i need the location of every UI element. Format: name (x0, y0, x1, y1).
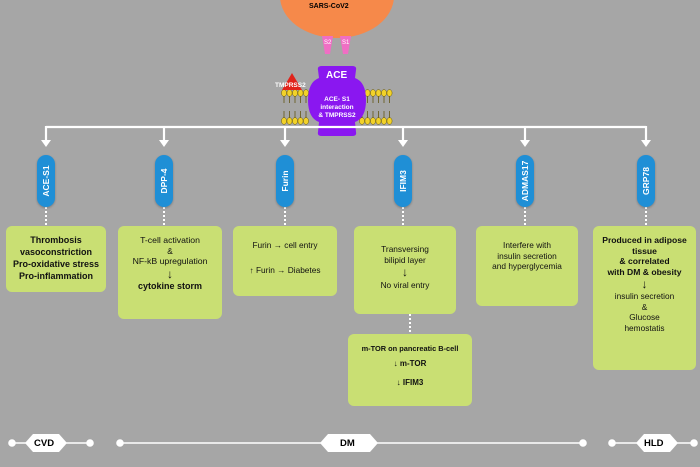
ace-receptor (308, 66, 366, 136)
dm-badge (320, 434, 378, 452)
spike-s1 (340, 36, 351, 54)
box-line: insulin secretion (497, 250, 557, 261)
pathway-pill-furin: Furin (276, 155, 294, 207)
box-grp78: Produced in adipose tissue & correlated … (593, 226, 696, 370)
pathway-pill-ifim3: IFIM3 (394, 155, 412, 207)
box-line: ↓ m-TOR (393, 359, 427, 368)
lipid-head (381, 117, 387, 125)
box-furin: Furin → cell entry ↑ Furin → Diabetes (233, 226, 337, 296)
down-arrow-icon: ↓ (402, 265, 408, 279)
box-dpp4: T-cell activation & NF-kB upregulation ↓… (118, 226, 222, 319)
pathway-pill-ace-s1: ACE-S1 (37, 155, 55, 207)
lipid-head (292, 117, 298, 125)
box-admas17: Interfere with insulin secretion and hyp… (476, 226, 578, 306)
box-ace-s1: Thrombosis vasoconstriction Pro-oxidativ… (6, 226, 106, 292)
lipid-head (386, 89, 393, 97)
pathway-pill-admas17: ADMAS17 (516, 155, 534, 207)
lipid-head (303, 89, 309, 97)
disease-label-dm: DM (340, 438, 355, 449)
lipid-head (375, 117, 382, 125)
disease-label-hld: HLD (644, 438, 664, 449)
box-line: bilipid layer (384, 254, 426, 265)
box-line: Furin → cell entry (252, 240, 318, 250)
dotted-connectors (45, 207, 647, 334)
arrowhead (159, 140, 169, 147)
lipid-head (297, 89, 304, 97)
box-line: cytokine storm (137, 280, 203, 291)
box-line: & correlated (619, 256, 670, 266)
box-line: tissue (632, 245, 657, 256)
virus-label: SARS-CoV2 (309, 3, 349, 10)
arrowhead (641, 140, 651, 147)
tmprss2-label: TMPRSS2 (275, 82, 306, 89)
box-line: m-TOR on pancreatic B-cell (361, 344, 459, 353)
box-line: with DM & obesity (607, 266, 682, 277)
lipid-bilayer (281, 89, 393, 125)
pathway-pill-dpp4: DPP-4 (155, 155, 173, 207)
lipid-head (286, 117, 293, 125)
spike-s2 (322, 36, 333, 54)
box-ifim3: Transversing bilipid layer ↓ No viral en… (354, 226, 456, 314)
down-arrow-icon: ↓ (641, 277, 648, 291)
hld-badge (636, 434, 678, 452)
box-line: insulin secretion (614, 291, 675, 301)
lipid-head (292, 89, 298, 97)
spike-s2-label: S2 (324, 40, 332, 46)
disease-label-cvd: CVD (34, 438, 55, 449)
ace-interaction-label: ACE- S1 interaction & TMPRSS2 (318, 96, 356, 119)
lipid-head (364, 117, 371, 125)
arrowhead (520, 140, 530, 147)
box-line: ↓ IFIM3 (396, 378, 424, 387)
lipid-head (370, 117, 376, 125)
box-line: Interfere with (503, 240, 551, 250)
box-line: T-cell activation (140, 235, 200, 245)
lipid-head (370, 89, 376, 97)
box-line: vasoconstriction (19, 247, 93, 257)
box-line: No viral entry (380, 280, 430, 290)
lipid-head (386, 117, 393, 125)
box-line: Transversing (381, 244, 429, 254)
box-line: ↑ Furin → Diabetes (249, 264, 321, 275)
arrowhead (41, 140, 51, 147)
lipid-head (381, 89, 387, 97)
box-mtor: m-TOR on pancreatic B-cell ↓ m-TOR ↓ IFI… (348, 334, 472, 406)
box-line: & (641, 301, 648, 312)
box-line: Pro-inflammation (18, 271, 93, 281)
down-arrow-icon: ↓ (167, 266, 173, 281)
lipid-head (281, 117, 287, 125)
tmprss2-protein (282, 73, 302, 90)
lipid-head (375, 89, 382, 97)
box-line: hemostatis (624, 322, 665, 333)
box-line: Glucose (629, 312, 660, 322)
box-line: NF-kB upregulation (132, 256, 208, 266)
cvd-badge (25, 434, 67, 452)
arrowhead (280, 140, 290, 147)
spike-s1-label: S1 (342, 40, 350, 46)
arrowhead (398, 140, 408, 147)
box-line: Thrombosis (30, 235, 82, 245)
pathway-pill-grp78: GRP78 (637, 155, 655, 207)
lipid-head (281, 89, 287, 97)
lipid-head (303, 117, 309, 125)
lipid-head (297, 117, 304, 125)
lipid-head (286, 89, 293, 97)
box-line: and hyperglycemia (492, 261, 562, 271)
box-line: Produced in adipose (602, 235, 687, 245)
virus-body (280, 0, 394, 38)
box-line: & (167, 245, 173, 256)
box-line: Pro-oxidative stress (12, 259, 100, 269)
ace-label: ACE (326, 70, 348, 81)
